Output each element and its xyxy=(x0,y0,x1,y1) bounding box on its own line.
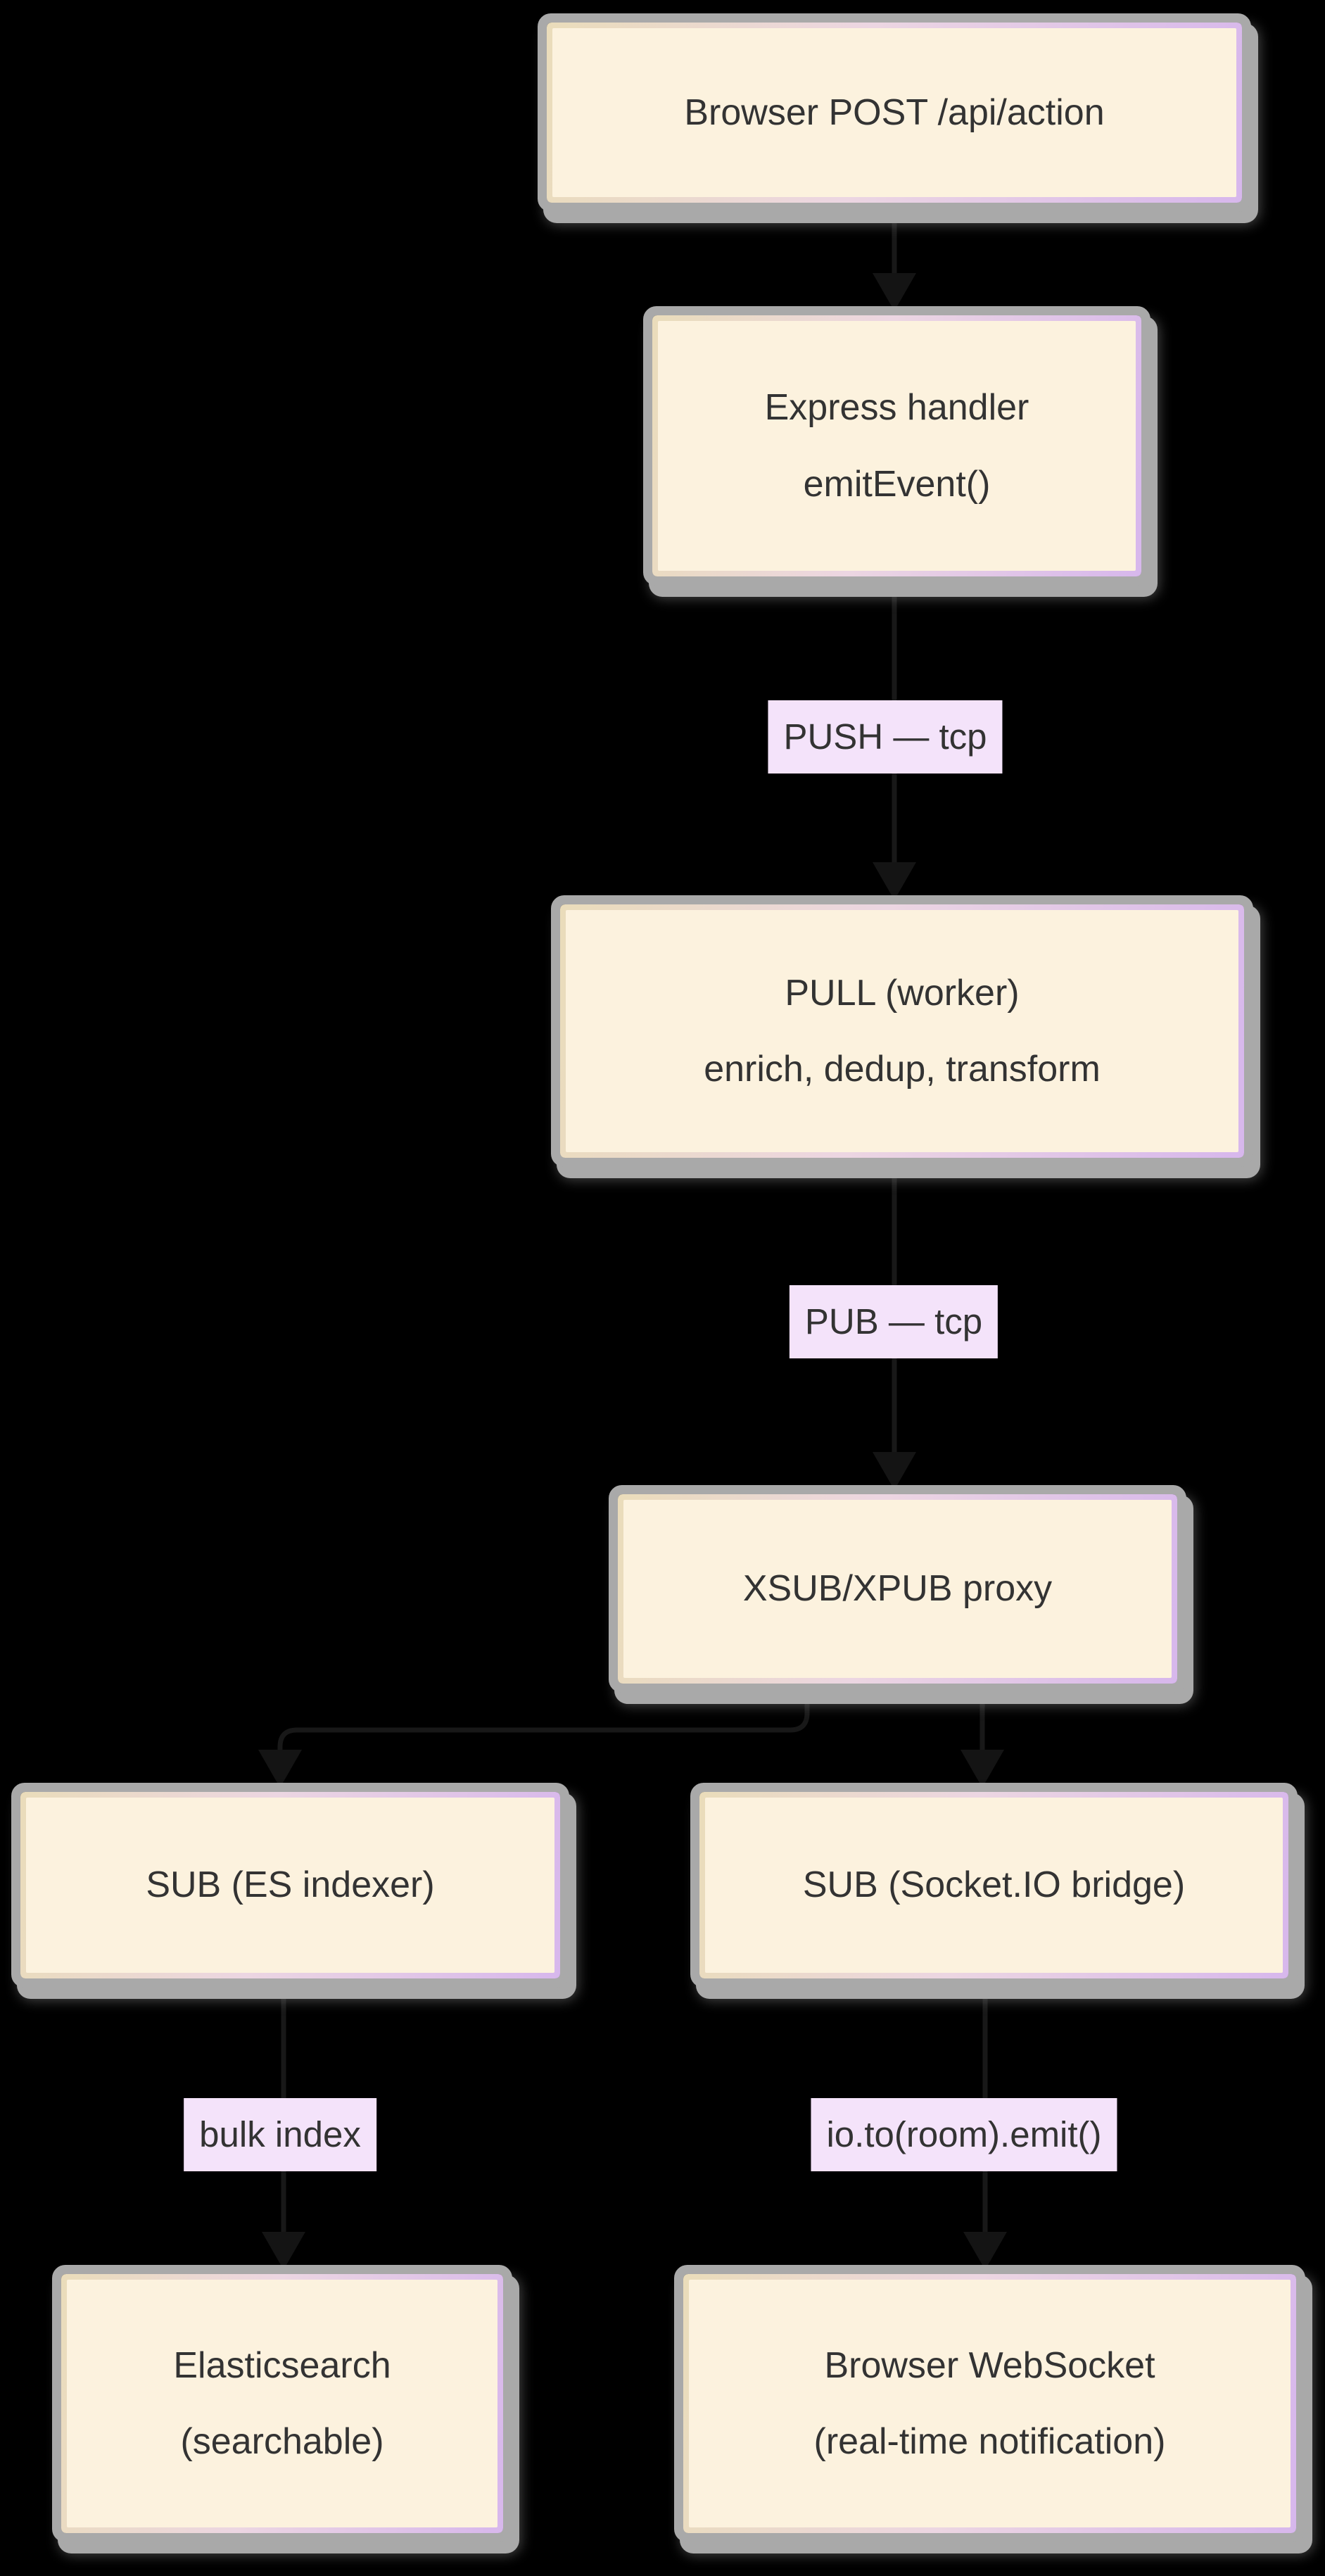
edge-label-io-to-room-emit: io.to(room).emit() xyxy=(811,2098,1117,2171)
node-label: (searchable) xyxy=(180,2421,384,2462)
node-label: emitEvent() xyxy=(803,463,991,505)
edge-socketio-sub-to-websocket-arrowhead-icon xyxy=(963,2232,1007,2270)
node-pull-worker: PULL (worker) enrich, dedup, transform xyxy=(560,904,1244,1158)
node-label: Browser POST /api/action xyxy=(684,91,1105,133)
node-browser-websocket-body: Browser WebSocket (real-time notificatio… xyxy=(689,2280,1291,2527)
node-label: SUB (ES indexer) xyxy=(146,1864,435,1906)
node-label: Elasticsearch xyxy=(173,2344,391,2386)
node-xsub-xpub-proxy-body: XSUB/XPUB proxy xyxy=(623,1500,1172,1678)
node-label: (real-time notification) xyxy=(813,2421,1166,2462)
edge-label-push-tcp: PUSH — tcp xyxy=(768,700,1003,774)
edge-label-pub-tcp: PUB — tcp xyxy=(789,1285,998,1358)
edge-post-to-handler-arrowhead-icon xyxy=(873,273,916,311)
node-label: SUB (Socket.IO bridge) xyxy=(802,1864,1186,1906)
node-browser-post: Browser POST /api/action xyxy=(547,23,1242,203)
node-elasticsearch: Elasticsearch (searchable) xyxy=(61,2274,503,2533)
edge-label-bulk-index: bulk index xyxy=(184,2098,376,2171)
node-xsub-xpub-proxy: XSUB/XPUB proxy xyxy=(618,1494,1177,1684)
node-label: PULL (worker) xyxy=(785,972,1020,1014)
edge-es-sub-to-elasticsearch-arrowhead-icon xyxy=(262,2232,305,2270)
node-sub-socketio-bridge-body: SUB (Socket.IO bridge) xyxy=(705,1798,1283,1973)
node-express-handler: Express handler emitEvent() xyxy=(652,315,1141,576)
edge-handler-to-worker-arrowhead-icon xyxy=(873,862,916,900)
node-browser-websocket: Browser WebSocket (real-time notificatio… xyxy=(683,2274,1296,2533)
node-label: Browser WebSocket xyxy=(824,2344,1155,2386)
node-sub-es-indexer-body: SUB (ES indexer) xyxy=(26,1798,554,1973)
edge-proxy-to-es-sub-line xyxy=(277,1678,810,1753)
node-label: XSUB/XPUB proxy xyxy=(742,1568,1053,1610)
node-label: Express handler xyxy=(764,387,1029,429)
node-sub-socketio-bridge: SUB (Socket.IO bridge) xyxy=(699,1792,1288,1978)
edge-proxy-to-socketio-sub-arrowhead-icon xyxy=(961,1750,1004,1788)
node-express-handler-body: Express handler emitEvent() xyxy=(658,321,1136,571)
node-pull-worker-body: PULL (worker) enrich, dedup, transform xyxy=(566,910,1238,1152)
node-elasticsearch-body: Elasticsearch (searchable) xyxy=(67,2280,497,2527)
edge-proxy-to-es-sub-arrowhead-icon xyxy=(258,1750,302,1788)
node-sub-es-indexer: SUB (ES indexer) xyxy=(20,1792,560,1978)
edge-worker-to-proxy-arrowhead-icon xyxy=(873,1452,916,1490)
node-label: enrich, dedup, transform xyxy=(704,1049,1101,1090)
node-browser-post-body: Browser POST /api/action xyxy=(552,28,1236,197)
